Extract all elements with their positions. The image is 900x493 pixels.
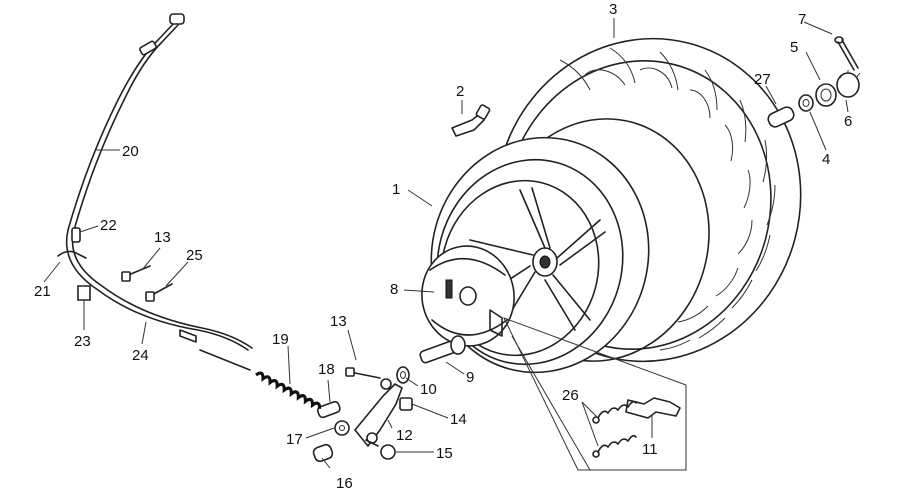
cable-spring-19 (199, 349, 322, 409)
washer-17 (334, 420, 350, 436)
nut-14 (399, 397, 413, 411)
label-16: 16 (336, 475, 353, 492)
label-23: 23 (74, 333, 91, 350)
brake-clip-11 (625, 397, 681, 419)
axle-spacer-27 (767, 106, 795, 128)
label-24: 24 (132, 347, 149, 364)
cable-clamp-21 (57, 250, 87, 259)
pin-18 (316, 400, 341, 419)
part-labels: 1 2 3 4 5 6 7 8 9 10 11 12 13 13 14 15 1… (34, 1, 852, 492)
inset-box (503, 317, 687, 471)
bolt-13a (121, 265, 151, 282)
label-9: 9 (466, 369, 474, 386)
label-4: 4 (822, 151, 830, 168)
label-11: 11 (642, 441, 658, 458)
label-14: 14 (450, 411, 467, 428)
label-17: 17 (286, 431, 303, 448)
label-27: 27 (754, 71, 771, 88)
label-13b: 13 (330, 313, 347, 330)
bolt-25 (145, 283, 173, 302)
washer-4 (798, 94, 814, 112)
label-3: 3 (609, 1, 617, 18)
label-8: 8 (390, 281, 398, 298)
bearing-5 (815, 83, 837, 107)
leader-lines (43, 18, 849, 469)
label-10: 10 (420, 381, 437, 398)
label-19: 19 (272, 331, 289, 348)
label-5: 5 (790, 39, 798, 56)
bracket-23 (77, 285, 91, 301)
pin-16 (312, 443, 334, 463)
tire-valve (451, 104, 491, 137)
screw-22 (71, 227, 81, 243)
label-21: 21 (34, 283, 51, 300)
brake-cable-20 (65, 13, 253, 351)
washer-10 (396, 366, 410, 384)
label-2: 2 (456, 83, 464, 100)
brake-shoe-assembly (421, 245, 515, 347)
label-26: 26 (562, 387, 579, 404)
label-18: 18 (318, 361, 335, 378)
label-15: 15 (436, 445, 453, 462)
label-25: 25 (186, 247, 203, 264)
bolt-15 (365, 439, 396, 460)
bolt-13b (345, 367, 381, 379)
label-13a: 13 (154, 229, 171, 246)
brake-lever-12 (353, 378, 403, 448)
label-6: 6 (844, 113, 852, 130)
label-12: 12 (396, 427, 413, 444)
label-7: 7 (798, 11, 806, 28)
label-22: 22 (100, 217, 117, 234)
brake-cam-shaft (419, 335, 466, 364)
label-20: 20 (122, 143, 139, 160)
brake-spring-26 (592, 400, 637, 458)
cotter-pin-7 (834, 36, 859, 71)
label-1: 1 (392, 181, 400, 198)
castle-nut-6 (836, 70, 861, 98)
